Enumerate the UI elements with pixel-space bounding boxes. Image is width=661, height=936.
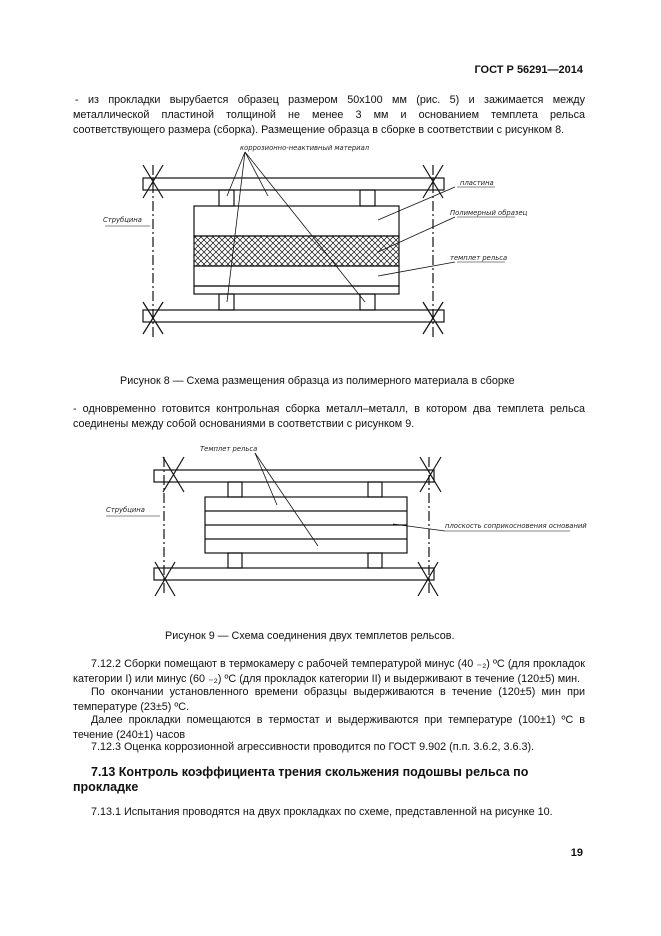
clamp-bar-top (142, 177, 445, 191)
paragraph-7-12-3: 7.12.3 Оценка коррозионной агрессивности… (91, 741, 535, 753)
paragraph-control-assembly: - одновременно готовится контрольная сбо… (73, 403, 585, 430)
label-fig9-clamp: Струбцина (106, 506, 145, 514)
label-sample: Полимерный образец (450, 209, 528, 217)
figure-9-caption: Рисунок 9 — Схема соединения двух темпле… (165, 630, 455, 642)
clamp-bar-bottom (142, 309, 445, 323)
rail-top (193, 265, 400, 287)
fig9-rails (204, 496, 408, 554)
paragraph-7-12-2-b: По окончании установленного времени обра… (73, 686, 585, 713)
plate (193, 205, 400, 237)
label-fig9-plane: плоскость соприкосновения оснований (445, 522, 587, 530)
paragraph-7-12-2: 7.12.2 Сборки помещают в термокамеру с р… (73, 658, 585, 685)
label-material: коррозионно-неактивный материал (240, 144, 370, 152)
figure-8-caption: Рисунок 8 — Схема размещения образца из … (120, 375, 515, 387)
label-fig9-rail: Темплет рельса (200, 445, 257, 453)
label-rail: темплет рельса (450, 254, 507, 262)
section-7-13-heading: 7.13 Контроль коэффициента трения скольж… (73, 765, 529, 794)
rail-base (193, 285, 400, 295)
polymer-sample (193, 235, 400, 267)
paragraph-sample-cut: - из прокладки вырубается образец размер… (73, 94, 585, 136)
document-header: ГОСТ Р 56291—2014 (474, 64, 583, 76)
page-number: 19 (570, 847, 583, 859)
paragraph-7-12-2-c: Далее прокладки помещаются в термостат и… (73, 714, 585, 741)
paragraph-7-13-1: 7.13.1 Испытания проводятся на двух прок… (91, 806, 553, 818)
label-clamp: Струбцина (103, 216, 142, 224)
label-plate: пластина (460, 179, 494, 187)
